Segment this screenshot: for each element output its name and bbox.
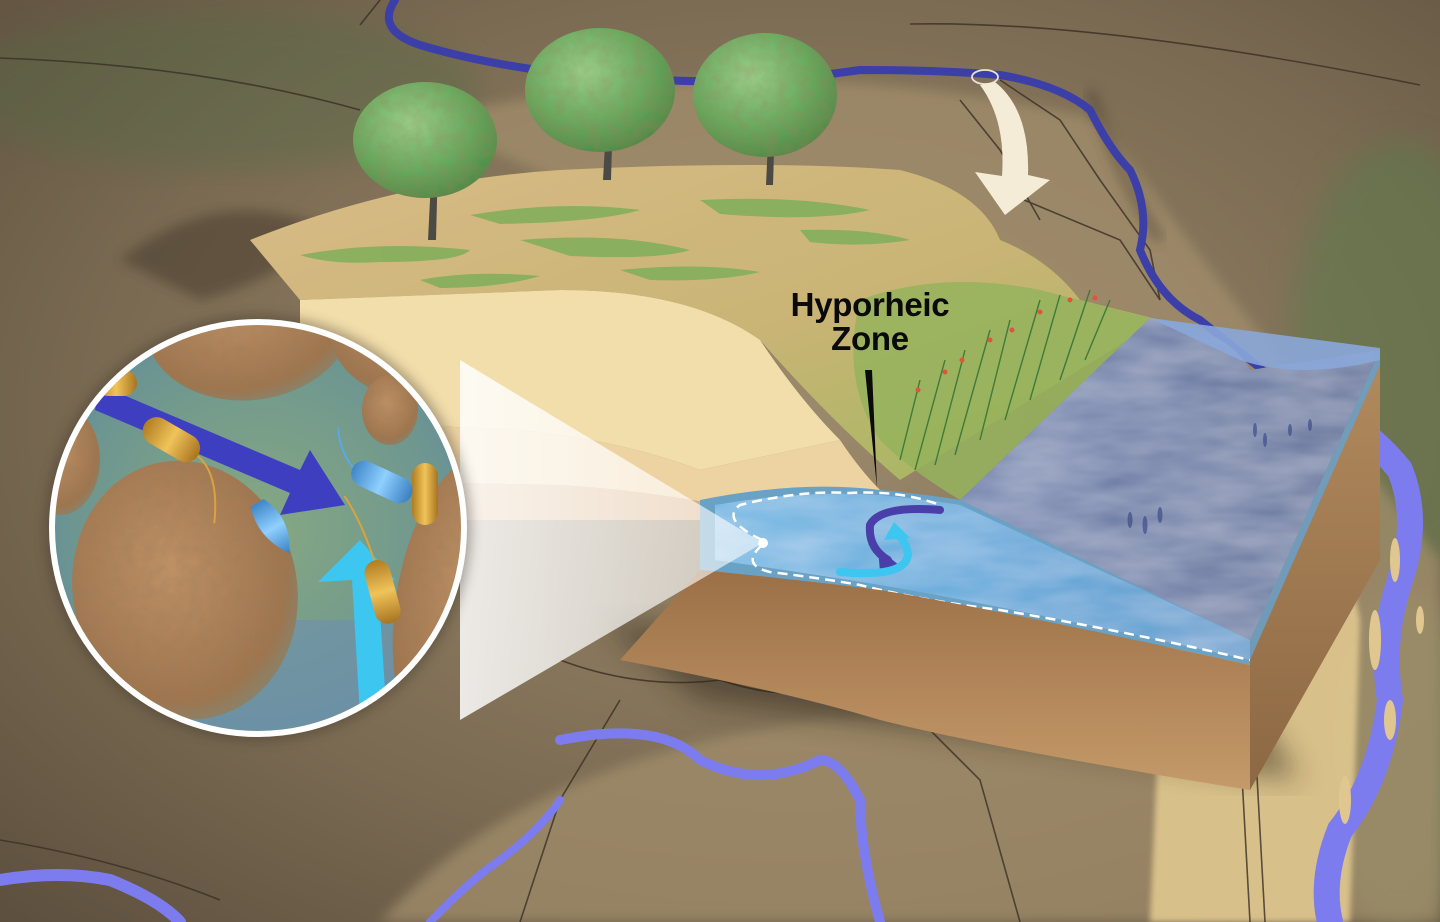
microbe-gold-flagellate-lower — [343, 495, 401, 624]
microbe-gold-vertical — [412, 463, 438, 525]
hyporheic-boundary-bottom — [751, 544, 1251, 662]
hyporheic-zone-label: Hyporheic Zone — [752, 288, 988, 356]
hyporheic-zone — [715, 493, 1250, 660]
label-line-2: Zone — [831, 320, 909, 357]
block-side-face — [1250, 350, 1380, 790]
riparian-plants — [899, 289, 1111, 471]
riverbank-vegetation-zone — [853, 282, 1150, 500]
tree-right — [693, 33, 837, 185]
microbe-blue — [337, 427, 413, 504]
callout-ring — [49, 319, 467, 737]
hyporheic-boundary-top — [732, 491, 941, 542]
tree-left — [353, 82, 497, 240]
upwelling-arrowhead-icon — [884, 522, 910, 540]
tree-middle — [525, 28, 675, 180]
magnifier-beam — [460, 360, 763, 720]
zoom-arrow-icon — [975, 82, 1050, 215]
microbes — [95, 346, 463, 624]
water-surface-edge — [1150, 318, 1380, 370]
label-pointer — [865, 370, 877, 488]
microbe-blue-teardrop — [250, 499, 290, 554]
flowers — [915, 295, 1098, 393]
sediment-front-face — [620, 570, 1250, 790]
river-islands — [1339, 538, 1424, 824]
label-line-1: Hyporheic — [790, 286, 950, 323]
fish-icons — [1127, 419, 1312, 534]
downwelling-flow-arrow — [865, 505, 944, 564]
block-diagram — [250, 28, 1380, 790]
grass-patches — [300, 198, 910, 288]
trees — [353, 28, 837, 240]
microbe-gold-flagellate — [142, 417, 217, 524]
river-channel-water — [960, 318, 1380, 640]
